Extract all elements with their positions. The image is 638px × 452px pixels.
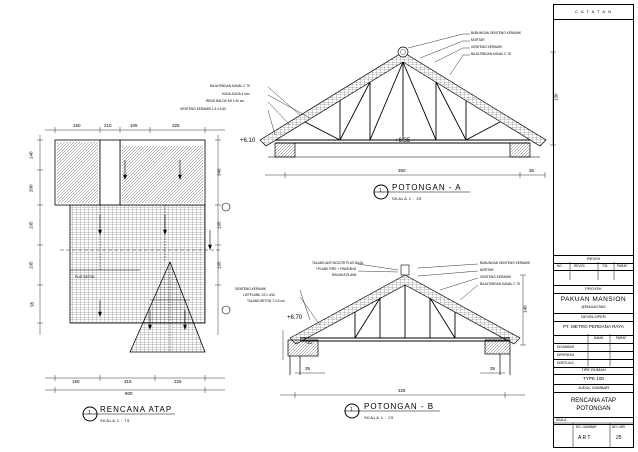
sb-scale: SKALA 1 : 25 bbox=[364, 415, 394, 420]
sb-label-l2: +PLANK FIRE + FINISHING bbox=[316, 267, 357, 271]
proyek-name: PAKUAN MANSION bbox=[560, 296, 627, 303]
plan-dim-top-4: 325 bbox=[172, 123, 180, 128]
plan-dim-bottom-1: 150 bbox=[72, 379, 80, 384]
sb-dim-small: +22 bbox=[305, 340, 313, 345]
roof-plan bbox=[37, 127, 231, 393]
section-b bbox=[280, 263, 526, 419]
sb-label-l6: TALANG BETON T=10 cm bbox=[247, 299, 285, 303]
sa-label-l3: RENG BALOK 4/6 x 40 cm bbox=[206, 99, 245, 103]
sa-elev-center: +6.35 bbox=[395, 138, 411, 144]
plan-dim-top-2: 210 bbox=[104, 123, 112, 128]
plan-note: PLAT BETON bbox=[75, 275, 95, 279]
sb-label-r3: GENTENG KERAMIK bbox=[480, 275, 511, 279]
plan-dim-left-2: 200 bbox=[28, 184, 34, 193]
sb-label-r1: BUBUNGAN GENTENG KERAMIK bbox=[480, 261, 530, 265]
sb-label-r4: BAJA RINGAN KANAL C 75 bbox=[480, 282, 520, 286]
plan-marker-num: 1 bbox=[88, 410, 91, 416]
sa-label-r1: BUBUNGAN GENTENG KERAMIK bbox=[471, 31, 521, 35]
sb-dim-height: 140 bbox=[522, 305, 528, 314]
sb-label-l1: TALANG ANTI BOCOR PLUS BAJA bbox=[312, 261, 364, 265]
sa-title: POTONGAN - A bbox=[392, 183, 462, 192]
proyek-sub: @PAKUAN SMS bbox=[581, 305, 606, 309]
footer-no-lbr: NO. LBR bbox=[612, 425, 625, 429]
rev-col-revisi: REVISI bbox=[574, 264, 585, 268]
sa-label-l4: GENTENG KERAMIK 1:3 x 3,60 bbox=[180, 107, 226, 111]
footer-no-gambar: NO. GAMBAR bbox=[576, 425, 597, 429]
tipe-rumah-label: TIPE RUMAH bbox=[581, 367, 606, 372]
developer-label: DEVELOPER bbox=[581, 314, 606, 319]
sa-dim-height: 130 bbox=[553, 93, 559, 102]
sb-label-r2: MORTAR bbox=[480, 268, 494, 272]
plan-dim-bottom-2: 315 bbox=[124, 379, 132, 384]
sign-col-paraf: PARAF bbox=[616, 336, 627, 340]
sb-title: POTONGAN - B bbox=[364, 402, 435, 411]
sb-dim-right: 35 bbox=[490, 366, 496, 371]
plan-dim-right-3: 195 bbox=[216, 261, 222, 270]
plan-dim-total: 800 bbox=[125, 391, 133, 396]
sb-label-l3: RANGKA PLANK bbox=[332, 273, 357, 277]
sa-scale: SKALA 1 : 25 bbox=[392, 196, 422, 201]
section-b-gutter-left bbox=[287, 339, 319, 357]
plan-dim-right-2: 195 bbox=[216, 221, 222, 230]
no-lbr-value: 25 bbox=[616, 435, 622, 441]
sa-label-l1: BAJA RINGAN KANAL C 75 bbox=[210, 84, 250, 88]
plan-dim-left-5: 95 bbox=[29, 301, 35, 307]
rev-col-no: NO bbox=[557, 264, 562, 268]
section-b-gutter-right bbox=[484, 339, 511, 355]
section-a bbox=[259, 33, 556, 200]
rev-col-paraf: PARAF bbox=[617, 264, 628, 268]
developer-name: PT. METRO PERDANA RAYA bbox=[563, 324, 624, 329]
sa-label-r2: MORTAR bbox=[471, 38, 485, 42]
rev-col-tgl: TGL bbox=[602, 264, 609, 268]
sb-label-l5: LISTPLANK 1/2 x 4/12 bbox=[243, 293, 276, 297]
revisi-label: REVISI bbox=[586, 256, 601, 261]
plan-dim-left-1: 140 bbox=[28, 151, 34, 160]
plan-dim-left-3: 195 bbox=[28, 221, 34, 230]
sign-col-nama: NAMA bbox=[594, 336, 604, 340]
no-gambar-value: A R T bbox=[578, 435, 591, 441]
judul-line-1: RENCANA ATAP bbox=[570, 398, 617, 404]
footer-skala: SKALA bbox=[556, 418, 567, 422]
plan-dim-top-3: 105 bbox=[130, 123, 138, 128]
sb-marker-num: 1 bbox=[350, 407, 353, 413]
plan-dim-bottom-3: 325 bbox=[174, 379, 182, 384]
plan-scale: SKALA 1 : 75 bbox=[100, 418, 130, 423]
sa-label-r4: BAJA RINGAN KANAL C 75 bbox=[471, 52, 511, 56]
sign-row-diperiksa: DIPERIKSA bbox=[557, 353, 575, 357]
sa-label-r3: GENTENG KERAMIK bbox=[471, 45, 502, 49]
sign-row-disetujui: DISETUJUI bbox=[557, 361, 574, 365]
plan-title: RENCANA ATAP bbox=[100, 405, 173, 414]
plan-dim-left-4: 195 bbox=[28, 261, 34, 270]
sb-label-l4: GENTENG KERAMIK bbox=[235, 287, 266, 291]
judul-label: JUDUL GAMBAR bbox=[577, 385, 610, 390]
proyek-label: PROYEK bbox=[585, 286, 602, 291]
roof-plan-hip bbox=[129, 260, 206, 353]
catatan-label: C A T A T A N bbox=[575, 9, 612, 14]
sa-dim-main: 350 bbox=[398, 168, 406, 173]
sa-elev-left: +6.10 bbox=[240, 138, 256, 144]
sb-dim-main: 325 bbox=[398, 388, 406, 393]
sign-row-digambar: DIGAMBAR bbox=[557, 345, 575, 349]
sb-elev-left: +6.70 bbox=[287, 315, 303, 321]
title-block-grid bbox=[553, 262, 634, 448]
title-block: C A T A T A N REVISI NO REVISI TGL PARAF… bbox=[553, 4, 634, 448]
sa-dim-right: 35 bbox=[529, 168, 535, 173]
plan-dim-right-1: 340 bbox=[216, 168, 222, 177]
tipe-rumah-value: TYPE 100 bbox=[583, 376, 604, 381]
sa-label-l2: KUDA-KUDA 4 mm bbox=[222, 92, 250, 96]
judul-line-2: POTONGAN bbox=[576, 406, 611, 412]
sa-marker-num: 1 bbox=[379, 188, 382, 194]
sb-dim-left: 35 bbox=[305, 366, 311, 371]
plan-dim-top-1: 150 bbox=[73, 123, 81, 128]
